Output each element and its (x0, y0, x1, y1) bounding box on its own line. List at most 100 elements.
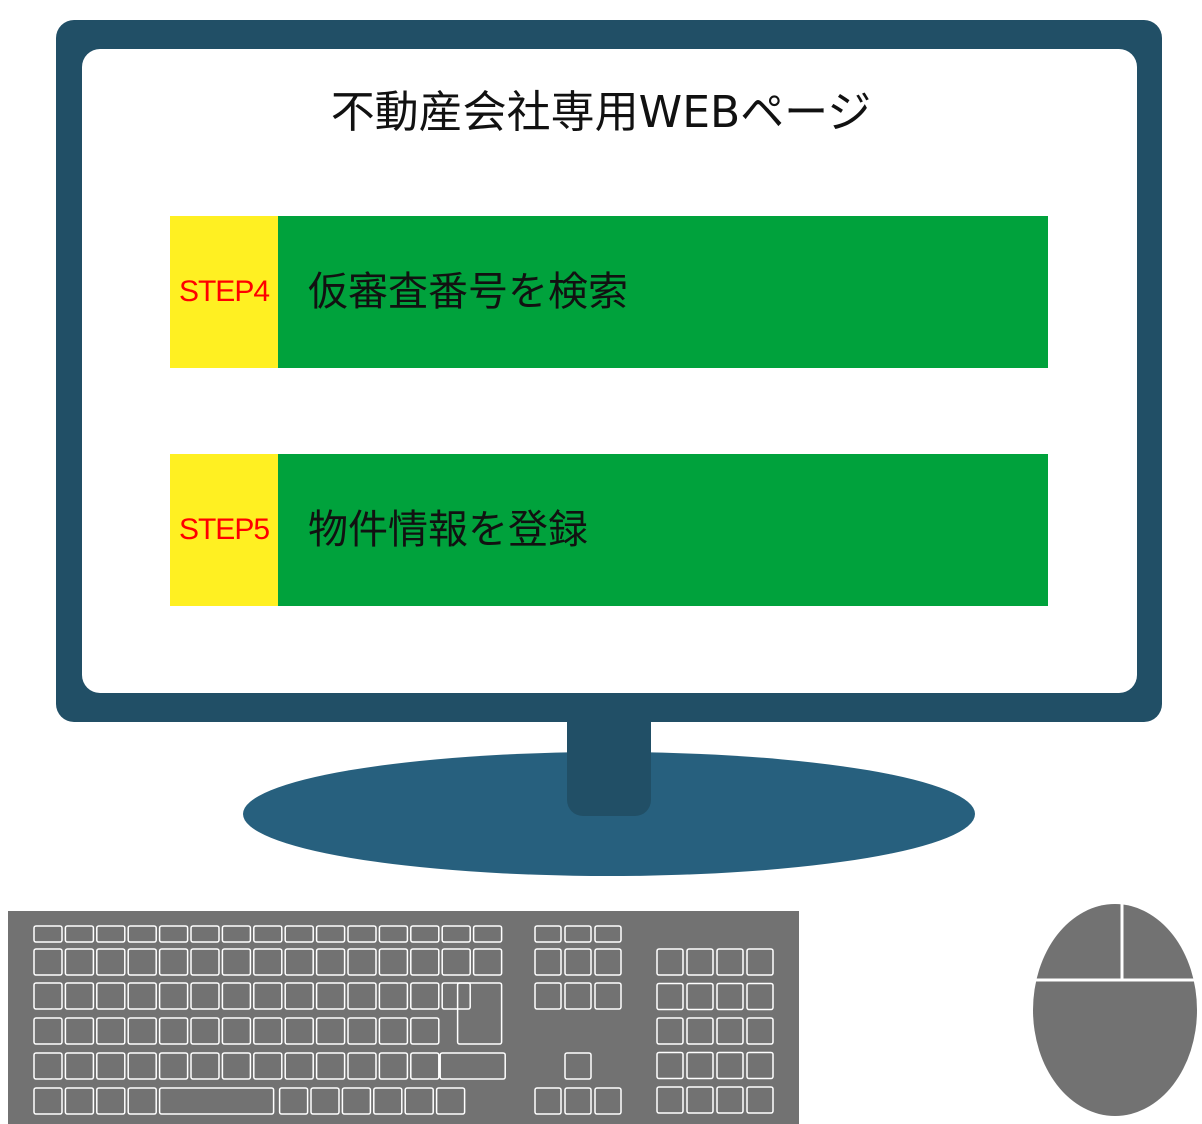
step-label: 仮審査番号を検索 (308, 269, 628, 315)
keyboard-key (594, 948, 622, 976)
keyboard-key (127, 1052, 157, 1080)
keyboard-key (341, 1087, 372, 1115)
keyboard-key (33, 925, 63, 943)
keyboard-key (472, 925, 503, 943)
step-label: 物件情報を登録 (308, 507, 588, 553)
keyboard-key (96, 1052, 126, 1080)
keyboard-key (410, 1017, 440, 1045)
keyboard-key (158, 1052, 189, 1080)
keyboard-key (64, 1087, 95, 1115)
keyboard-key (594, 925, 622, 943)
keyboard-key (410, 1052, 440, 1080)
keyboard-icon (8, 911, 799, 1124)
keyboard-key (347, 1052, 377, 1080)
keyboard-key (33, 982, 63, 1010)
step-row-5[interactable]: STEP5 物件情報を登録 (170, 454, 1048, 606)
keyboard-key (435, 1087, 466, 1115)
keyboard-key (127, 982, 157, 1010)
step-button[interactable]: 仮審査番号を検索 (278, 216, 1048, 368)
mouse-graphic (1033, 904, 1198, 1116)
keyboard-key (441, 948, 471, 976)
keyboard-key (284, 1052, 314, 1080)
keyboard-key (190, 982, 220, 1010)
keyboard-key (315, 948, 346, 976)
keyboard-key (315, 925, 346, 943)
keyboard-key (656, 982, 684, 1011)
keyboard-key (656, 1051, 684, 1080)
keyboard-key (284, 925, 314, 943)
keyboard-key (310, 1087, 340, 1115)
keyboard-key (564, 1052, 592, 1080)
keyboard-key (686, 982, 714, 1011)
keyboard-key (564, 948, 592, 976)
keyboard-key (190, 948, 220, 976)
keyboard-key (253, 982, 283, 1010)
keyboard-key (278, 1087, 309, 1115)
keyboard-key (284, 982, 314, 1010)
keyboard-key (221, 1052, 252, 1080)
keyboard-key (33, 1087, 63, 1115)
keyboard-key (656, 1086, 684, 1114)
keyboard-key (127, 925, 157, 943)
page-title: 不動産会社専用WEBページ (330, 87, 872, 138)
keyboard-key (373, 1087, 403, 1115)
keyboard-key (190, 1017, 220, 1045)
keyboard-key (594, 1087, 622, 1115)
keyboard-key (253, 1017, 283, 1045)
keyboard-key (221, 982, 252, 1010)
keyboard-key (564, 925, 592, 943)
keyboard-key (64, 948, 95, 976)
keyboard-key (716, 948, 744, 976)
step-button[interactable]: 物件情報を登録 (278, 454, 1048, 606)
keyboard-key (686, 1051, 714, 1080)
keyboard-key (127, 948, 157, 976)
keyboard-key (534, 982, 562, 1010)
keyboard-key (439, 1052, 506, 1080)
keyboard-key (64, 1052, 95, 1080)
keyboard-key (96, 948, 126, 976)
keyboard-key (716, 1086, 744, 1114)
keyboard-key (158, 948, 189, 976)
mouse-icon (1030, 900, 1202, 1124)
keyboard-key (564, 1087, 592, 1115)
keyboard-key (96, 925, 126, 943)
keyboard-key (441, 925, 471, 943)
keyboard-key (656, 948, 684, 976)
keyboard-key (594, 982, 622, 1010)
keyboard-key (716, 1017, 744, 1045)
keyboard-key (746, 982, 774, 1011)
keyboard-key (746, 1086, 774, 1114)
keyboard-key (221, 948, 252, 976)
keyboard-key (33, 948, 63, 976)
keyboard-key (158, 1017, 189, 1045)
keyboard-key (378, 1017, 409, 1045)
keyboard-key (564, 982, 592, 1010)
keyboard-key (315, 982, 346, 1010)
step-row-4[interactable]: STEP4 仮審査番号を検索 (170, 216, 1048, 368)
step-tag: STEP5 (170, 454, 278, 606)
keyboard-key (127, 1087, 157, 1115)
keyboard-key (33, 1017, 63, 1045)
keyboard-key (284, 1017, 314, 1045)
keyboard-key (315, 1052, 346, 1080)
keyboard-key (686, 948, 714, 976)
keyboard-key (410, 925, 440, 943)
keyboard-key (534, 1087, 562, 1115)
keyboard-key (456, 982, 503, 1045)
keyboard-key (127, 1017, 157, 1045)
keyboard-key (686, 1086, 714, 1114)
keyboard-key (378, 925, 409, 943)
keyboard-key (158, 1087, 275, 1115)
keyboard-key (96, 1087, 126, 1115)
keyboard-key (378, 982, 409, 1010)
keyboard-key (96, 982, 126, 1010)
keyboard-key (64, 1017, 95, 1045)
keyboard-key (253, 1052, 283, 1080)
keyboard-key (716, 1051, 744, 1080)
keyboard-key (656, 1017, 684, 1045)
keyboard-key (347, 925, 377, 943)
keyboard-key (686, 1017, 714, 1045)
keyboard-key (64, 925, 95, 943)
keyboard-key (746, 1017, 774, 1045)
keyboard-key (253, 948, 283, 976)
